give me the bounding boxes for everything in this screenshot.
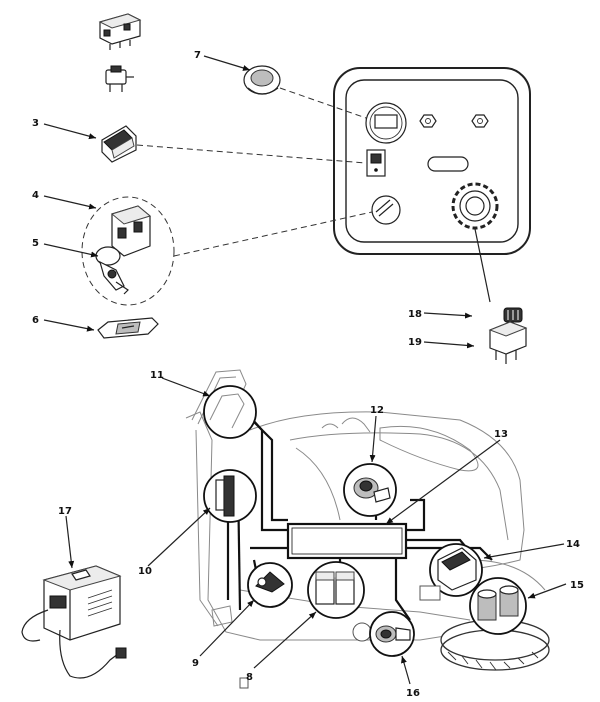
callout-17: 17 [58,506,72,517]
callout-5: 5 [32,238,39,249]
detail-9 [247,562,293,608]
callout-13: 13 [494,429,508,440]
controller-box [286,522,408,560]
callout-16: 16 [406,688,420,699]
callout-11: 11 [150,370,164,381]
battery-charger [21,565,127,679]
callout-15: 15 [570,580,584,591]
callout-4: 4 [32,190,39,201]
callout-18: 18 [408,309,422,320]
callout-6: 6 [32,315,39,326]
rocker-switch-part [101,125,137,163]
callout-10: 10 [138,566,152,577]
detail-12 [343,463,397,517]
relay-part [98,13,142,50]
callout-7: 7 [194,50,201,61]
callout-12: 12 [370,405,384,416]
callout-3: 3 [32,118,39,129]
control-panel [333,67,531,255]
small-switch-part [105,65,134,92]
leader-lines [43,55,567,685]
callout-14: 14 [566,539,580,550]
callout-labels: 7 3 4 5 6 18 19 11 12 13 17 10 14 15 9 8… [32,50,584,699]
detail-14 [419,543,483,601]
detail-8 [307,561,365,619]
callout-19: 19 [408,337,422,348]
key-switch-group [81,196,175,306]
detail-10 [203,469,257,523]
detail-15 [469,577,527,635]
potentiometer-part [488,307,528,364]
detail-16 [369,611,415,657]
hour-meter-bezel-part [243,65,281,95]
detail-11 [203,385,257,439]
callout-8: 8 [246,672,253,683]
callout-9: 9 [192,658,199,669]
fuse-part [97,317,159,339]
